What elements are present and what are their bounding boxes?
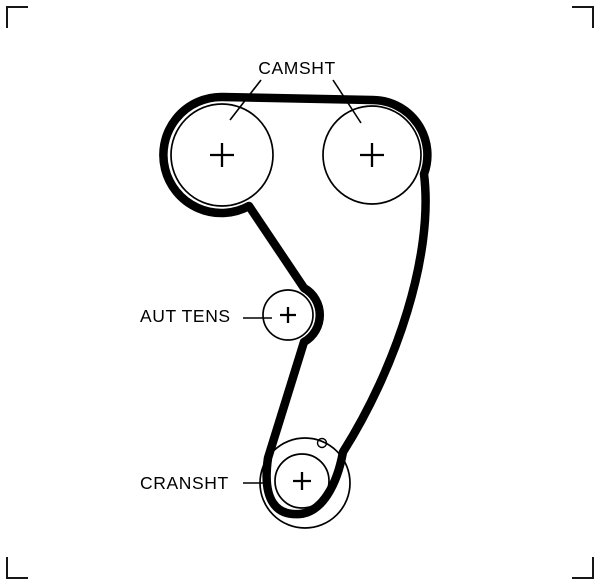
camshaft-right-center-cross-icon (360, 143, 384, 167)
label-tensioner: AUT TENS (140, 306, 272, 326)
camshaft-leader-right (332, 79, 362, 124)
crankshaft-label-text: CRANSHT (140, 473, 229, 493)
label-camshaft: CAMSHT (229, 58, 362, 124)
crankshaft-inner-circle (274, 453, 330, 509)
tensioner-circle (262, 289, 314, 341)
crop-mark-bottom-left (6, 557, 28, 579)
crankshaft-bolt-circle (316, 437, 328, 449)
crop-marks (6, 6, 594, 579)
tensioner-center-cross-icon (280, 307, 296, 323)
tensioner-label-text: AUT TENS (140, 306, 231, 326)
camshaft-pulley-left (170, 103, 274, 207)
timing-belt-path (159, 92, 432, 519)
camshaft-pulley-right (322, 105, 422, 205)
camshaft-pulley-left-circle (170, 103, 274, 207)
camshaft-label-text: CAMSHT (258, 58, 336, 78)
camshaft-left-center-cross-icon (210, 143, 234, 167)
crop-mark-bottom-right (572, 557, 594, 579)
crop-mark-top-right (572, 6, 594, 28)
camshaft-pulley-right-circle (322, 105, 422, 205)
crop-mark-top-left (6, 6, 28, 28)
label-crankshaft: CRANSHT (140, 473, 268, 493)
crankshaft-center-cross-icon (293, 472, 311, 490)
tensioner-pulley (262, 289, 314, 341)
camshaft-leader-left (229, 79, 262, 121)
